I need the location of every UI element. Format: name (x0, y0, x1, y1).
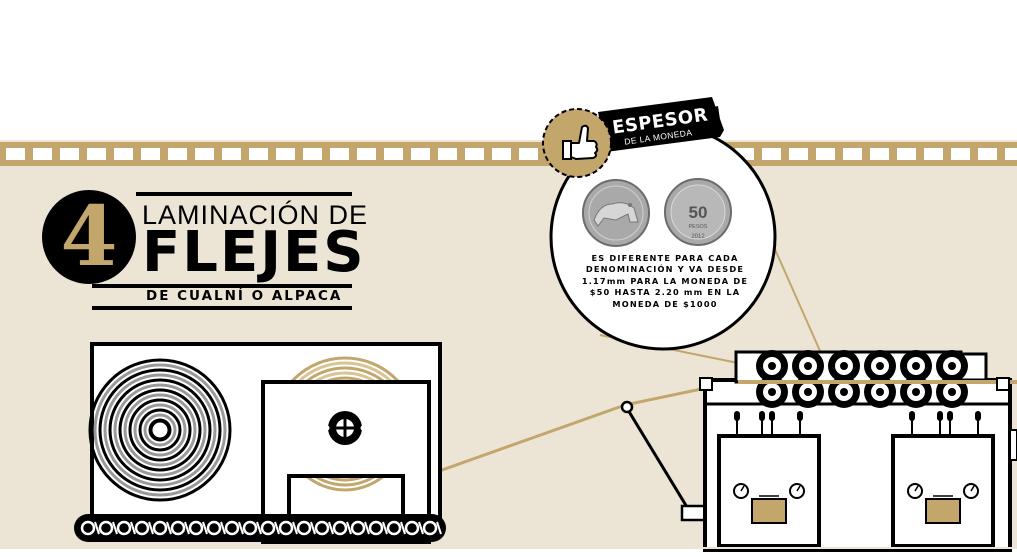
film-strip (0, 142, 1017, 166)
coil-machine (74, 342, 446, 544)
strip-hole (951, 148, 970, 160)
strip-hole (789, 148, 808, 160)
strip-hole (438, 148, 457, 160)
strip-hole (114, 148, 133, 160)
title-block: 4 LAMINACIÓN DE FLEJES DE CUALNÍ O ALPAC… (42, 186, 367, 314)
title-rule-bottom (92, 306, 352, 310)
strip-hole (897, 148, 916, 160)
strip-hole (6, 148, 25, 160)
strip-hole (519, 148, 538, 160)
thickness-callout: 50 PESOS 2012 (542, 97, 777, 351)
strip-hole (978, 148, 997, 160)
metal-strip-line (427, 403, 626, 477)
strip-hole (924, 148, 943, 160)
strip-hole (816, 148, 835, 160)
strip-hole (411, 148, 430, 160)
strip-hole (870, 148, 889, 160)
title-rule-top (136, 192, 352, 196)
strip-hole (222, 148, 241, 160)
coin-unit: PESOS (689, 224, 708, 230)
strip-hole (762, 148, 781, 160)
gray-coil-icon (88, 358, 232, 502)
window-coil-icon (306, 478, 384, 492)
guide-pulley-icon (620, 400, 634, 414)
strip-hole (1005, 148, 1017, 160)
strip-hole (141, 148, 160, 160)
strip-hole (303, 148, 322, 160)
title-line1: LAMINACIÓN DE (142, 200, 369, 230)
title-rule-mid (92, 284, 352, 288)
strip-hole (249, 148, 268, 160)
title-subtitle: DE CUALNÍ O ALPACA (146, 288, 343, 304)
strip-hole (357, 148, 376, 160)
callout-text: ES DIFERENTE PARA CADA DENOMINACIÓN Y VA… (581, 253, 749, 309)
thumbs-up-icon (562, 124, 599, 160)
coin-reverse-icon (582, 179, 650, 247)
coin-obverse-icon: 50 PESOS 2012 (664, 178, 732, 246)
strip-hole (330, 148, 349, 160)
strip-hole (384, 148, 403, 160)
title-line2: FLEJES (142, 220, 366, 285)
control-panel-left (751, 498, 787, 524)
coin-value: 50 (689, 203, 708, 222)
tension-arm (623, 404, 692, 513)
strip-hole (465, 148, 484, 160)
strip-hole (87, 148, 106, 160)
ribbon-banner (598, 97, 724, 152)
strip-hole (492, 148, 511, 160)
rolling-mill (699, 350, 1017, 552)
control-panel-right (925, 498, 961, 524)
step-number-badge: 4 (42, 190, 136, 284)
strip-hole (33, 148, 52, 160)
strip-hole (168, 148, 187, 160)
strip-hole (843, 148, 862, 160)
strip-hole (60, 148, 79, 160)
strip-hole (276, 148, 295, 160)
coin-year: 2012 (691, 234, 705, 240)
strip-hole (195, 148, 214, 160)
